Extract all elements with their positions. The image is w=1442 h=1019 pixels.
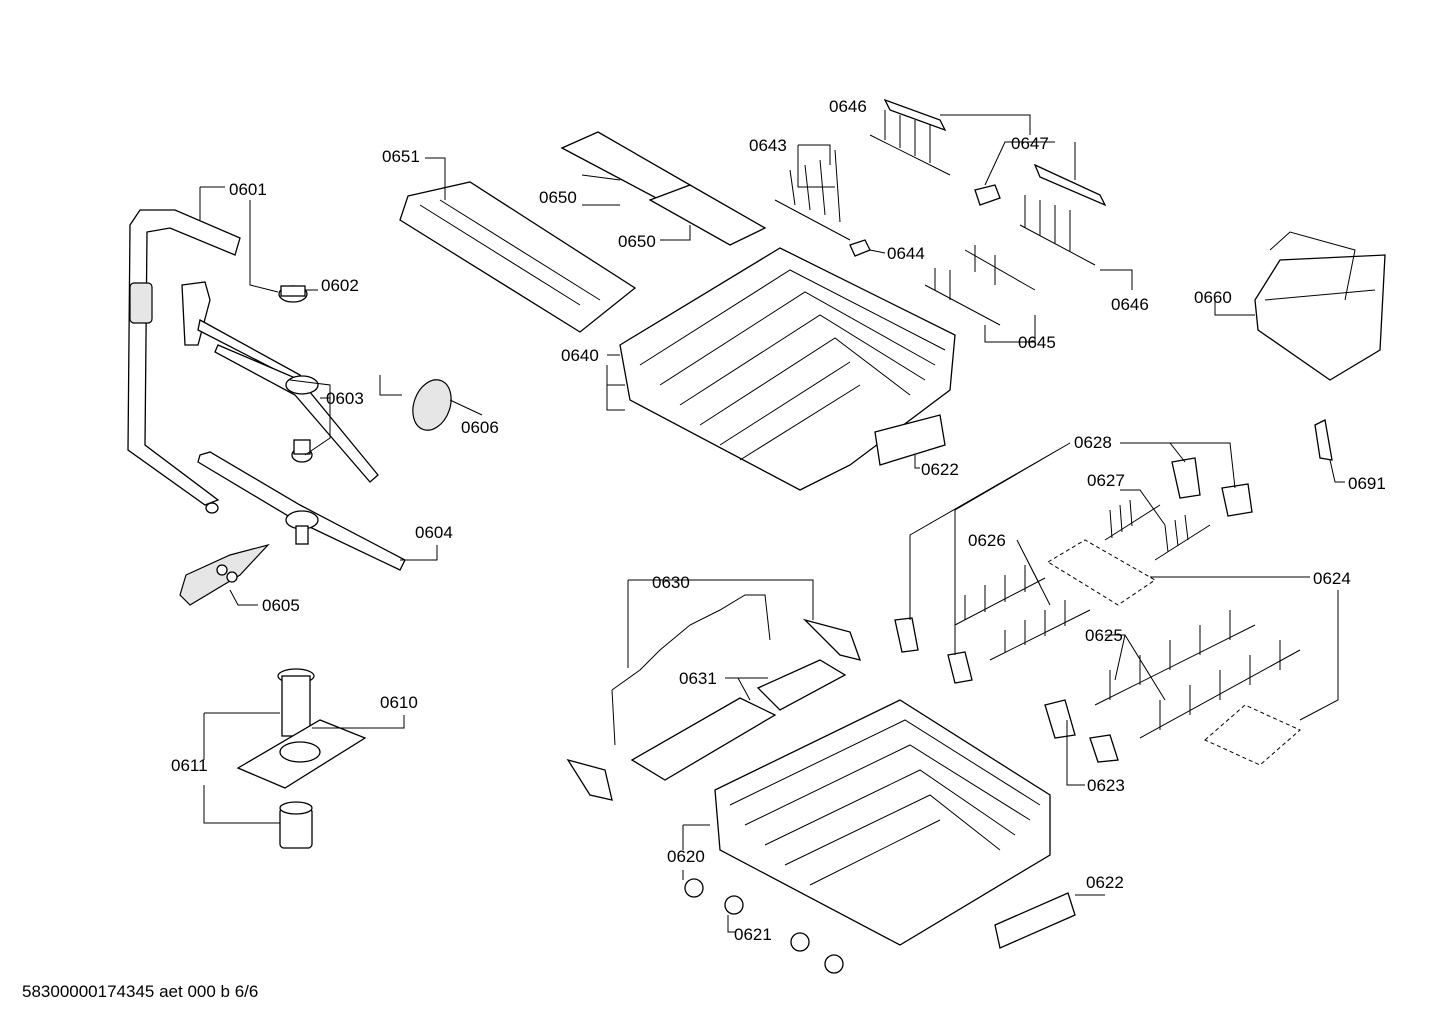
- clip-0647-drawing: [974, 184, 1001, 206]
- supply-pipe-drawing: [127, 209, 241, 514]
- tine-row-0627-drawing: [1104, 499, 1211, 561]
- label-0628: 0628: [1074, 433, 1112, 452]
- label-0627: 0627: [1087, 471, 1125, 490]
- label-0610: 0610: [380, 693, 418, 712]
- clip-0691-drawing: [1314, 419, 1333, 461]
- tine-row-0625-drawing: [1094, 610, 1301, 739]
- clip-group-0624-top-drawing: [1047, 539, 1156, 606]
- label-0611: 0611: [171, 756, 208, 775]
- holder-0628-left-drawing: [894, 617, 973, 684]
- label-0621: 0621: [734, 925, 772, 944]
- round-filter-drawing: [412, 379, 452, 431]
- label-0640: 0640: [561, 346, 599, 365]
- small-tray-1-drawing: [560, 131, 692, 201]
- lower-spray-arm-drawing: [197, 451, 406, 571]
- label-0622-lower: 0622: [1086, 873, 1124, 892]
- label-0626: 0626: [968, 531, 1006, 550]
- long-cutlery-tray-drawing: [399, 181, 637, 333]
- upper-spray-arm-drawing: [181, 281, 379, 483]
- label-0601: 0601: [229, 180, 267, 199]
- leader-lines: [199, 114, 1345, 933]
- clip-group-0624-bottom-drawing: [1204, 704, 1301, 766]
- wire-0630-drawing: [566, 594, 862, 801]
- label-0605: 0605: [262, 596, 300, 615]
- label-0622-upper: 0622: [921, 460, 959, 479]
- label-0691: 0691: [1348, 474, 1386, 493]
- label-0603: 0603: [326, 389, 364, 408]
- lower-basket-drawing: [714, 699, 1051, 946]
- label-0646-top: 0646: [829, 97, 867, 116]
- label-0630: 0630: [652, 573, 690, 592]
- tine-rack-0645-drawing: [924, 245, 1036, 326]
- label-0602: 0602: [321, 276, 359, 295]
- label-0631: 0631: [679, 669, 717, 688]
- tine-strip-0631-drawing: [630, 659, 847, 781]
- label-0620: 0620: [667, 847, 705, 866]
- label-0646-bottom: 0646: [1111, 295, 1149, 314]
- label-0643: 0643: [749, 136, 787, 155]
- upper-basket-drawing: [619, 247, 956, 491]
- tine-rack-0643-drawing: [774, 149, 851, 241]
- tine-rack-0646-top-drawing: [869, 98, 951, 176]
- label-0625: 0625: [1085, 626, 1123, 645]
- filter-plate-drawing: [179, 543, 270, 606]
- label-0647: 0647: [1011, 134, 1049, 153]
- label-0650-top: 0650: [539, 188, 577, 207]
- wheels-0621-drawing: [684, 878, 844, 974]
- clip-0644-drawing: [849, 239, 871, 257]
- label-0623: 0623: [1087, 776, 1125, 795]
- holder-0623-drawing: [1044, 699, 1119, 763]
- document-reference-footer: 58300000174345 aet 000 b 6/6: [22, 982, 259, 1001]
- label-0604: 0604: [415, 523, 453, 542]
- upper-basket-handle-drawing: [874, 414, 946, 466]
- holder-0628-top-drawing: [1171, 457, 1253, 517]
- tine-rack-0646-bottom-drawing: [1019, 163, 1107, 266]
- sump-filter-drawing: [236, 668, 367, 849]
- label-0624: 0624: [1313, 569, 1351, 588]
- cutlery-basket-drawing: [1254, 231, 1386, 381]
- label-0660: 0660: [1194, 288, 1232, 307]
- label-0606: 0606: [461, 418, 499, 437]
- tine-row-0626-drawing: [954, 565, 1091, 661]
- connector-drawing: [278, 285, 308, 303]
- label-0651: 0651: [382, 147, 420, 166]
- label-0650-bottom: 0650: [618, 232, 656, 251]
- label-0644: 0644: [887, 244, 925, 263]
- label-0645: 0645: [1018, 333, 1056, 352]
- lower-basket-handle-drawing: [994, 892, 1076, 949]
- part-labels: 0601 0602 0603 0604 0605 0606 0610 0611 …: [171, 97, 1386, 944]
- small-tray-2-drawing: [648, 184, 767, 246]
